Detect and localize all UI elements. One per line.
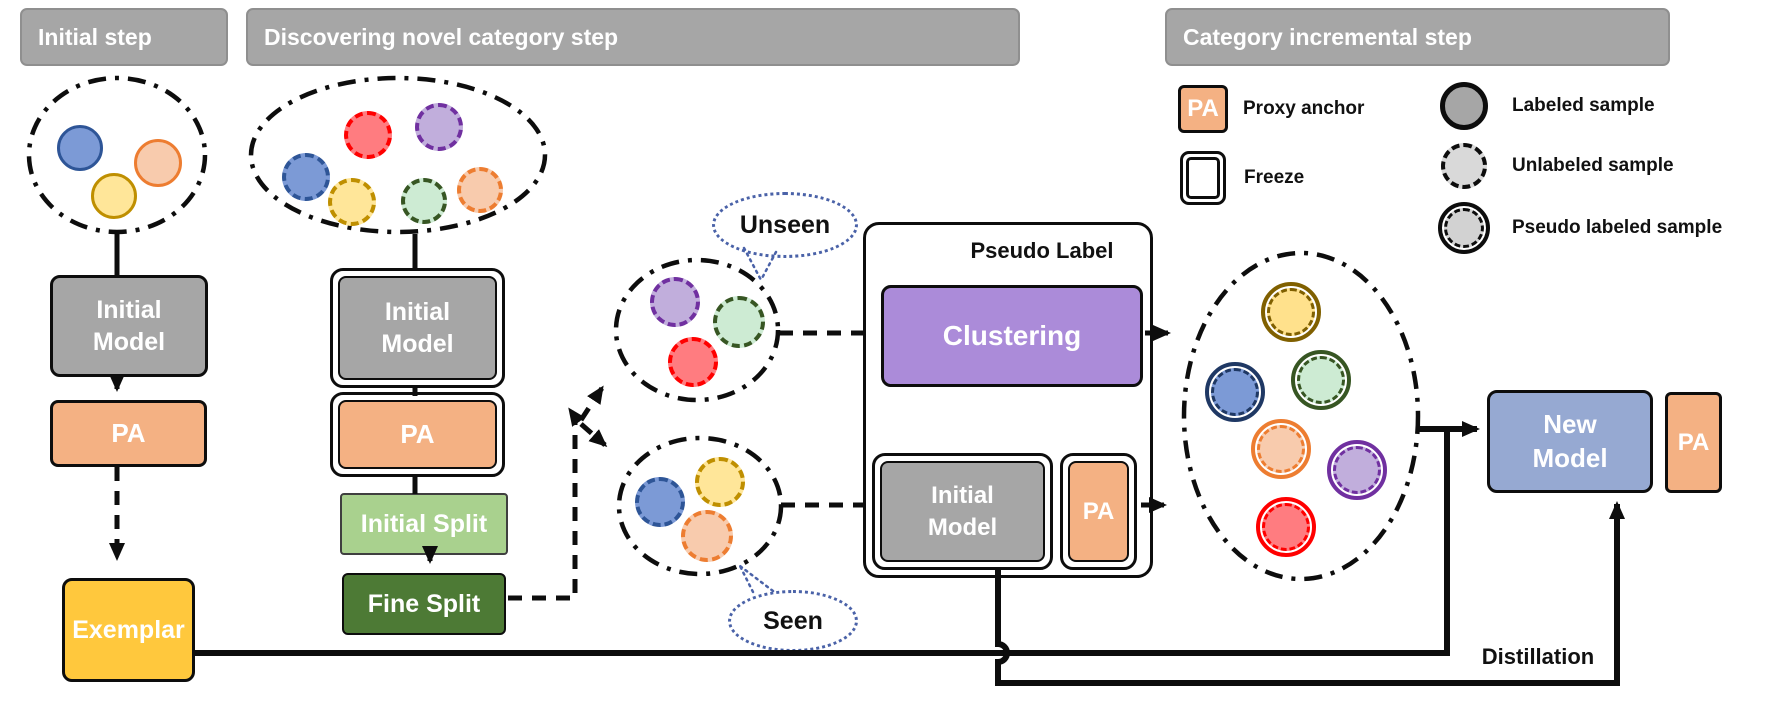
pa-box-3: PA [1068, 461, 1129, 562]
sample-circle-blue [57, 125, 103, 171]
sample-circle-orange [134, 139, 182, 187]
legend-freeze-label: Freeze [1244, 167, 1305, 188]
arrow-branch-to-unseen [578, 385, 605, 422]
pa-box-1: PA [50, 400, 207, 467]
pseudo-label-title: Pseudo Label [970, 238, 1114, 263]
freeze-icon [1180, 151, 1226, 205]
freeze-initial-model-3: Initial Model [872, 453, 1053, 570]
legend-item-proxy-anchor: PA Proxy anchor [1178, 85, 1364, 133]
sample-circle-yellow [328, 178, 376, 226]
header-discovering-step-label: Discovering novel category step [264, 23, 619, 50]
initial-model-box-3: Initial Model [880, 461, 1045, 562]
legend-item-pseudo-labeled-sample: Pseudo labeled sample [1438, 202, 1722, 254]
initial-model-box-1: Initial Model [50, 275, 208, 377]
distillation-label: Distillation [1481, 644, 1595, 669]
sample-circle-purple [415, 103, 463, 151]
initial-split-box: Initial Split [340, 493, 508, 555]
seen-bubble-tail [738, 564, 775, 594]
clustering-box: Clustering [881, 285, 1143, 387]
sample-circle-red [344, 111, 392, 159]
seen-bubble: Seen [728, 590, 858, 652]
unseen-bubble: Unseen [712, 192, 858, 258]
header-initial-step: Initial step [20, 8, 228, 66]
freeze-pa-3: PA [1060, 453, 1137, 570]
new-model-box-label: New Model [1532, 408, 1608, 473]
pseudo-labeled-sample-icon [1438, 202, 1490, 254]
new-model-box: New Model [1487, 390, 1653, 493]
proxy-anchor-icon-label: PA [1187, 95, 1219, 122]
header-incremental-step: Category incremental step [1165, 8, 1670, 66]
pa-box-2: PA [338, 400, 497, 469]
unseen-bubble-label: Unseen [739, 210, 831, 239]
initial-model-box-2-label: Initial Model [381, 297, 454, 359]
unlabeled-sample-icon [1441, 143, 1487, 189]
initial-model-box-2: Initial Model [338, 276, 497, 380]
header-incremental-step-label: Category incremental step [1183, 23, 1472, 50]
fine-split-box-label: Fine Split [367, 589, 481, 618]
sample-circle-yellow [695, 457, 745, 507]
sample-circle-blue [635, 477, 685, 527]
header-discovering-step: Discovering novel category step [246, 8, 1020, 66]
sample-circle-orange [457, 167, 503, 213]
arrow-fine-split-branch [508, 407, 586, 601]
exemplar-box: Exemplar [62, 578, 195, 682]
clustering-box-label: Clustering [942, 319, 1082, 351]
sample-circle-yellow [91, 173, 137, 219]
freeze-pa-2: PA [330, 392, 505, 477]
sample-circle-orange [1251, 419, 1311, 479]
sample-circle-red [668, 337, 718, 387]
sample-circle-purple [650, 277, 700, 327]
legend-pseudo-labeled-sample-label: Pseudo labeled sample [1512, 217, 1723, 238]
proxy-anchor-icon: PA [1178, 85, 1228, 133]
fine-split-box: Fine Split [342, 573, 506, 635]
legend-unlabeled-sample-label: Unlabeled sample [1512, 155, 1674, 176]
freeze-initial-model-2: Initial Model [330, 268, 505, 388]
seen-bubble-label: Seen [763, 606, 823, 635]
sample-circle-orange [681, 510, 733, 562]
pa-box-2-label: PA [400, 418, 435, 449]
sample-circle-green [1291, 350, 1351, 410]
sample-circle-red [1256, 497, 1316, 557]
legend-item-unlabeled-sample: Unlabeled sample [1441, 143, 1674, 189]
sample-circle-blue [282, 153, 330, 201]
legend-proxy-anchor-label: Proxy anchor [1243, 98, 1365, 119]
initial-split-box-label: Initial Split [360, 509, 488, 538]
sample-circle-blue [1205, 362, 1265, 422]
sample-circle-purple [1327, 440, 1387, 500]
exemplar-box-label: Exemplar [72, 615, 185, 644]
initial-model-box-1-label: Initial Model [92, 295, 166, 357]
sample-circle-yellow [1261, 282, 1321, 342]
legend-item-labeled-sample: Labeled sample [1440, 82, 1655, 130]
legend-item-freeze: Freeze [1180, 151, 1304, 205]
sample-circle-green [401, 178, 447, 224]
header-initial-step-label: Initial step [38, 23, 152, 50]
labeled-sample-icon [1440, 82, 1488, 130]
pa-box-1-label: PA [111, 417, 146, 448]
pa-box-3-label: PA [1082, 497, 1115, 525]
sample-circle-green [713, 296, 765, 348]
arrow-branch-to-seen [579, 422, 608, 447]
pa-box-4-label: PA [1677, 428, 1710, 456]
pa-box-4: PA [1665, 392, 1722, 493]
legend-labeled-sample-label: Labeled sample [1512, 95, 1655, 116]
initial-model-box-3-label: Initial Model [927, 482, 998, 541]
